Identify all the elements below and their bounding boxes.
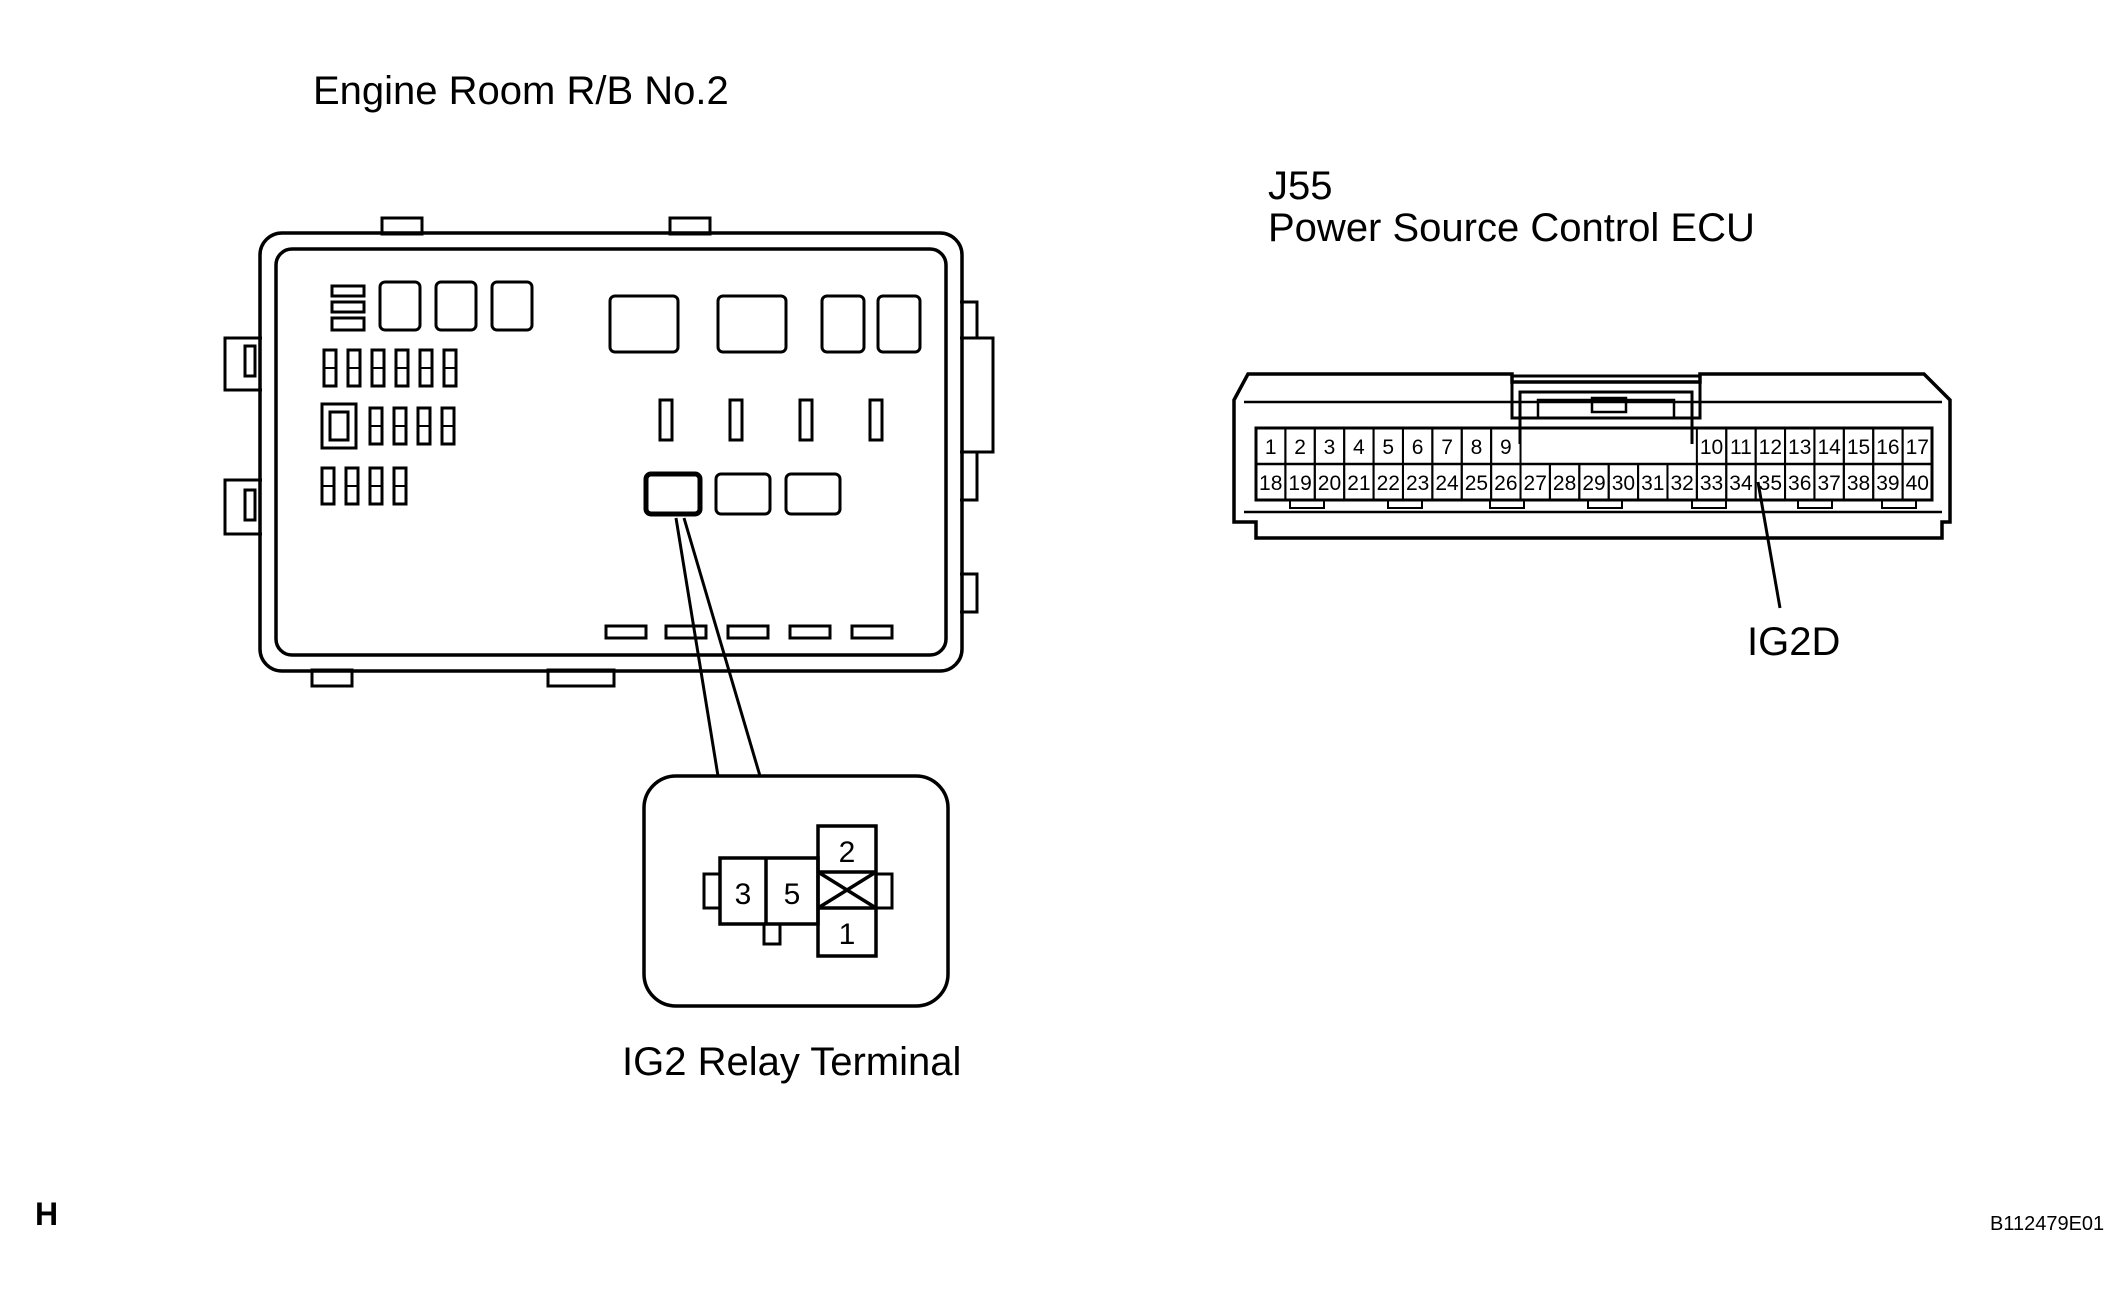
- ecu-pin-number: 17: [1906, 436, 1929, 459]
- ecu-pin-number: 16: [1876, 436, 1899, 459]
- ecu-pin-number: 39: [1876, 472, 1899, 495]
- ecu-pin-number: 15: [1847, 436, 1870, 459]
- ecu-pin-number: 26: [1494, 472, 1517, 495]
- ecu-pin-number: 24: [1435, 472, 1459, 495]
- ecu-connector: [1232, 372, 1952, 540]
- ecu-pin-number: 40: [1906, 472, 1929, 495]
- ecu-pin-number: 34: [1729, 472, 1753, 495]
- ecu-pin-number: 33: [1700, 472, 1723, 495]
- section-letter: H: [35, 1196, 59, 1232]
- mini-fuse-group: [320, 348, 458, 506]
- ecu-pin-number: 30: [1612, 472, 1635, 495]
- ecu-name: Power Source Control ECU: [1268, 206, 1755, 250]
- ecu-pin-number: 6: [1412, 436, 1424, 459]
- ecu-pin-number: 2: [1294, 436, 1306, 459]
- ecu-pin-number: 19: [1288, 472, 1311, 495]
- ecu-pin-number: 21: [1347, 472, 1370, 495]
- ecu-pin-number: 3: [1324, 436, 1336, 459]
- figure-code: B112479E01: [1990, 1213, 2105, 1235]
- ecu-pin-number: 27: [1524, 472, 1547, 495]
- ecu-pin-number: 36: [1788, 472, 1811, 495]
- ecu-pin-number: 20: [1318, 472, 1341, 495]
- ecu-pin-number: 11: [1730, 436, 1752, 459]
- relay-terminal-label: IG2 Relay Terminal: [622, 1040, 962, 1084]
- relay-box: [223, 216, 995, 688]
- ecu-pin-number: 37: [1817, 472, 1840, 495]
- ecu-pin-number: 14: [1817, 436, 1841, 459]
- ecu-pin-number: 18: [1259, 472, 1282, 495]
- ecu-pin-number: 12: [1759, 436, 1782, 459]
- ecu-pin-number: 31: [1641, 472, 1664, 495]
- terminal-3: 3: [735, 878, 752, 911]
- ecu-pin-number: 29: [1582, 472, 1605, 495]
- terminal-1: 1: [839, 918, 856, 951]
- ecu-pin-number: 13: [1788, 436, 1811, 459]
- ecu-pin-number: 4: [1353, 436, 1365, 459]
- ecu-pin-number: 25: [1465, 472, 1488, 495]
- ecu-pin-cell: [1901, 463, 1933, 501]
- ecu-pin-number: 32: [1670, 472, 1693, 495]
- ecu-pin-number: 22: [1377, 472, 1400, 495]
- ecu-pin-number: 35: [1759, 472, 1782, 495]
- ecu-pin-number: 5: [1382, 436, 1394, 459]
- ecu-pin-number: 23: [1406, 472, 1429, 495]
- relay-terminal-view: [642, 774, 950, 1008]
- ecu-pin-number: 1: [1265, 436, 1277, 459]
- ecu-pin-number: 38: [1847, 472, 1870, 495]
- pin-callout-leader: [1756, 481, 1782, 609]
- connector-code: J55: [1268, 164, 1333, 208]
- ecu-pin-number: 7: [1441, 436, 1453, 459]
- relay-box-title: Engine Room R/B No.2: [313, 69, 729, 113]
- pin-callout-label: IG2D: [1747, 620, 1841, 664]
- ecu-pin-number: 28: [1553, 472, 1576, 495]
- terminal-2: 2: [839, 836, 856, 869]
- ecu-pin-number: 8: [1471, 436, 1483, 459]
- ecu-pin-number: 9: [1500, 436, 1512, 459]
- terminal-5: 5: [784, 878, 801, 911]
- relay-callout-leader: [674, 517, 762, 777]
- ecu-pin-number: 10: [1700, 436, 1723, 459]
